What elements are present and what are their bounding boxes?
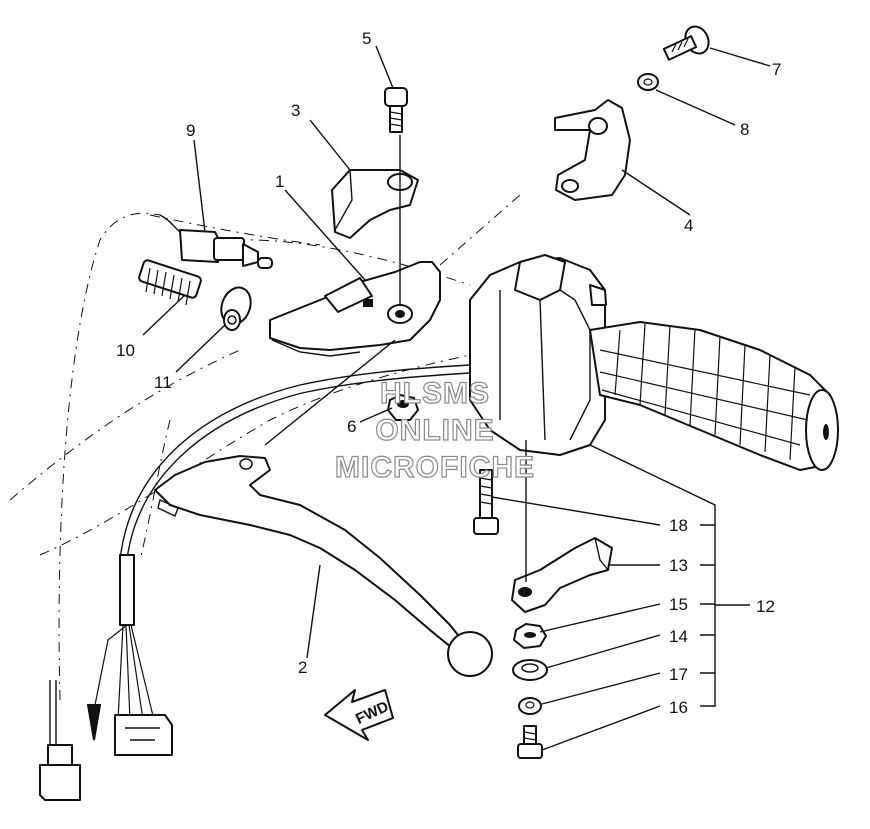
screw-part-16 (517, 725, 543, 759)
leader-lines (142, 45, 771, 751)
label-17: 17 (669, 665, 688, 684)
label-6: 6 (347, 417, 356, 436)
part-labels: 5 3 1 9 7 8 4 10 11 6 2 18 13 15 14 17 1… (116, 29, 781, 717)
label-15: 15 (669, 595, 688, 614)
label-2: 2 (298, 658, 307, 677)
phantom-lines (9, 194, 521, 701)
spring-washer-part-17 (518, 697, 542, 715)
lever-holder-part-1 (269, 261, 441, 357)
locknut-part-11 (220, 286, 252, 331)
adjuster-bolt-part-10 (138, 259, 202, 306)
nut-part-6 (387, 394, 419, 421)
label-10: 10 (116, 341, 135, 360)
label-18: 18 (669, 516, 688, 535)
label-3: 3 (291, 101, 300, 120)
screw-part-18 (473, 469, 499, 535)
nut-part-15 (513, 623, 547, 649)
watermark-line-1: HLSMS (380, 377, 490, 410)
label-11: 11 (154, 373, 172, 392)
label-13: 13 (669, 556, 688, 575)
switch-knob-part-13 (511, 537, 613, 613)
washer-part-8 (637, 73, 659, 91)
clamp-part-4 (554, 99, 631, 201)
watermark-line-3: MICROFICHE (335, 451, 535, 484)
label-8: 8 (740, 120, 749, 139)
label-12: 12 (756, 597, 775, 616)
label-14: 14 (669, 627, 688, 646)
label-1: 1 (275, 172, 284, 191)
washer-part-14 (512, 659, 548, 681)
watermark: HLSMS ONLINE MICROFICHE (334, 376, 535, 484)
label-4: 4 (684, 216, 693, 235)
label-7: 7 (772, 60, 781, 79)
screw-part-5 (384, 87, 408, 133)
label-5: 5 (362, 29, 371, 48)
watermark-line-2: ONLINE (375, 414, 494, 447)
label-9: 9 (186, 121, 195, 140)
clutch-lever-part-2 (154, 455, 493, 677)
wiring-harness (39, 554, 173, 801)
fwd-arrow: FWD (324, 689, 394, 741)
bolt-part-7 (662, 25, 710, 61)
clutch-cable (119, 364, 471, 561)
cover-part-3 (331, 169, 419, 239)
handlebar-switch-part-12 (469, 254, 839, 471)
clutch-switch-part-9 (159, 214, 273, 269)
label-16: 16 (669, 698, 688, 717)
